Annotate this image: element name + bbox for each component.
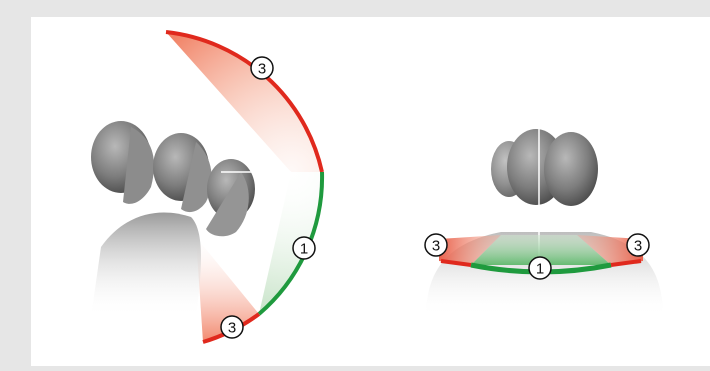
- svg-text:3: 3: [634, 238, 642, 255]
- left-shoulder-badge: 3: [425, 234, 447, 256]
- center-collar-badge: 1: [529, 257, 551, 279]
- head-back: [91, 121, 154, 204]
- svg-text:3: 3: [258, 61, 266, 78]
- svg-text:1: 1: [300, 241, 308, 258]
- neck-rotation-illustration: 3 1 3: [31, 17, 710, 366]
- right-shoulder-badge: 3: [627, 234, 649, 256]
- illustration-panel: 3 1 3: [31, 17, 710, 366]
- torso: [91, 212, 201, 317]
- lower-zone-badge: 3: [221, 316, 243, 338]
- svg-text:3: 3: [432, 238, 440, 255]
- upper-zone-badge: 3: [251, 57, 273, 79]
- svg-text:3: 3: [228, 320, 236, 337]
- svg-text:1: 1: [536, 261, 544, 278]
- head-front: [206, 159, 255, 236]
- right-figure: 3 1 3: [425, 109, 663, 317]
- head-turned: [544, 132, 598, 206]
- left-figure: 3 1 3: [91, 32, 322, 342]
- head-middle: [153, 133, 212, 212]
- middle-zone-badge: 1: [293, 237, 315, 259]
